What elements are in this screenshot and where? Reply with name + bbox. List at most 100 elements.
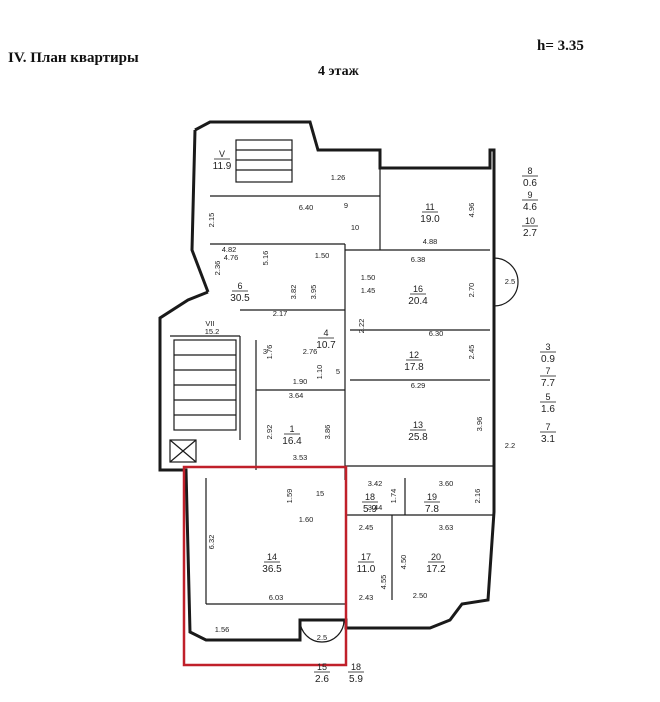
- dimension-label: 1.90: [293, 377, 308, 386]
- room-area: 0.9: [541, 354, 555, 365]
- room-number: 13: [413, 420, 423, 430]
- dimension-label: 3.86: [323, 425, 332, 440]
- room-number: 16: [413, 284, 423, 294]
- dimension-label: 5: [336, 367, 340, 376]
- room-number: V: [219, 149, 225, 159]
- dimension-label: 4.50: [399, 555, 408, 570]
- dimension-label: 2.45: [359, 523, 374, 532]
- dimension-label: 1.10: [315, 365, 324, 380]
- room-number: 4: [323, 328, 328, 338]
- room-area: 3.1: [541, 434, 555, 445]
- room-number: 11: [425, 202, 434, 212]
- highlight-frame: [182, 465, 348, 667]
- room-area: 7.7: [541, 378, 555, 389]
- room-number: 8: [527, 166, 532, 176]
- room-number: 9: [527, 190, 532, 200]
- dimension-label: 2.5: [317, 633, 327, 642]
- dimension-label: 2.43: [359, 593, 374, 602]
- dimension-label: 4.55: [379, 575, 388, 590]
- stairs-left: [173, 339, 237, 431]
- dimension-label: 6.40: [299, 203, 314, 212]
- room-area: 30.5: [230, 293, 250, 304]
- outer-walls: [158, 120, 496, 642]
- room-area: 20.4: [408, 296, 428, 307]
- room-area: 1.6: [541, 404, 555, 415]
- room-number: 19: [427, 492, 437, 502]
- dimension-label: 3.96: [475, 417, 484, 432]
- dimension-label: 3.95: [309, 285, 318, 300]
- room-number: 14: [267, 552, 277, 562]
- dimension-label: 4.82: [222, 245, 237, 254]
- dimension-label: 1.50: [361, 273, 376, 282]
- dimension-label: 6.38: [411, 255, 426, 264]
- dimension-label: 1.26: [331, 173, 346, 182]
- floor-label: 4 этаж: [318, 64, 359, 79]
- room-area: 17.2: [426, 564, 446, 575]
- dimension-label: 1.56: [215, 625, 230, 634]
- room-number: 7: [545, 422, 550, 432]
- dimension-label: 3.44: [368, 503, 383, 512]
- section-title: IV. План квартиры: [8, 50, 139, 66]
- dimension-label: 4.76: [224, 253, 239, 262]
- dimension-label: 2.70: [467, 283, 476, 298]
- dimension-label: 1.60: [299, 515, 314, 524]
- room-area: 36.5: [262, 564, 282, 575]
- dimension-label: 2.76: [303, 347, 318, 356]
- elevator-box: [169, 439, 197, 463]
- room-number: 20: [431, 552, 441, 562]
- dimension-label: 3.82: [289, 285, 298, 300]
- room-area: 7.8: [425, 504, 439, 515]
- dimension-label: 2.50: [413, 591, 428, 600]
- dimension-label: 15.2: [205, 327, 220, 336]
- dimension-labels: 1.26 6.40 9 4.96 2.15 10 4.88 4.824.76 5.16 1.50 6…: [205, 173, 516, 642]
- room-area: 10.7: [316, 340, 336, 351]
- room-number: 17: [361, 552, 371, 562]
- dimension-label: VII: [205, 319, 214, 328]
- dimension-label: 6.30: [429, 329, 444, 338]
- dimension-label: 1.76: [265, 345, 274, 360]
- dimension-label: 1.74: [389, 489, 398, 504]
- room-number: 10: [525, 216, 535, 226]
- room-area: 5.9: [349, 674, 363, 685]
- dimension-label: 3.60: [439, 479, 454, 488]
- dimension-label: 4.88: [423, 237, 438, 246]
- dimension-label: 3.42: [368, 479, 383, 488]
- dimension-label: 1.59: [285, 489, 294, 504]
- room-area: 19.0: [420, 214, 440, 225]
- dimension-label: 4.96: [467, 203, 476, 218]
- dimension-label: 9: [344, 201, 348, 210]
- dimension-label: 1.45: [361, 286, 376, 295]
- dimension-label: 2.45: [467, 345, 476, 360]
- room-area: 2.6: [315, 674, 329, 685]
- room-area: 11.9: [213, 161, 232, 172]
- dimension-label: 6.03: [269, 593, 284, 602]
- room-number: 18: [351, 662, 361, 672]
- dimension-label: 5.16: [261, 251, 270, 266]
- room-area: 0.6: [523, 178, 537, 189]
- dimension-label: 3.53: [293, 453, 308, 462]
- dimension-label: 1.50: [315, 251, 330, 260]
- dimension-label: 2.92: [265, 425, 274, 440]
- interior-walls: [170, 168, 494, 605]
- dimension-label: 2.5: [505, 277, 515, 286]
- room-number: 1: [289, 424, 294, 434]
- dimension-label: 2.15: [207, 213, 216, 228]
- stairs-top: [235, 139, 293, 183]
- room-number: 15: [317, 662, 327, 672]
- dimension-label: 3.64: [289, 391, 304, 400]
- dimension-label: 10: [351, 223, 359, 232]
- dimension-label: 15: [316, 489, 324, 498]
- room-area: 4.6: [523, 202, 537, 213]
- dimension-label: 2.16: [473, 489, 482, 504]
- room-number: 12: [409, 350, 419, 360]
- dimension-label: 3: [263, 347, 267, 356]
- dimension-label: 2.2: [505, 441, 515, 450]
- room-number: 3: [545, 342, 550, 352]
- room-number: 7: [545, 366, 550, 376]
- balcony-bottom: [299, 619, 345, 643]
- dimension-label: 2.36: [213, 261, 222, 276]
- room-area: 5.9: [363, 504, 377, 515]
- dimension-label: 2.17: [273, 309, 288, 318]
